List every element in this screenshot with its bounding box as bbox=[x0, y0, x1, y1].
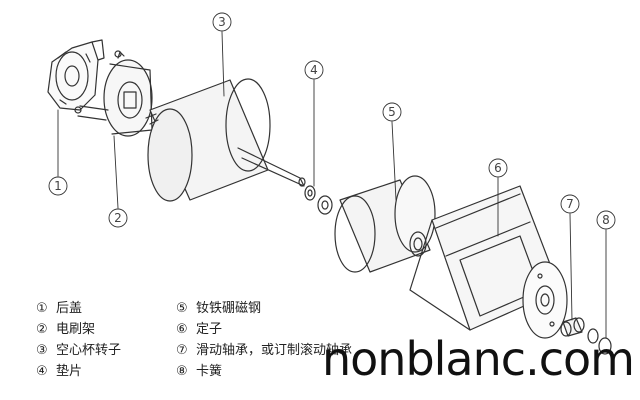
callout-7: 7 bbox=[566, 197, 574, 211]
part-circlip bbox=[587, 328, 612, 355]
part-washer bbox=[304, 185, 333, 215]
watermark: nonblanc.com bbox=[322, 332, 635, 386]
part-brush-holder bbox=[74, 50, 153, 137]
callout-8: 8 bbox=[602, 213, 610, 227]
callout-1: 1 bbox=[54, 179, 62, 193]
callout-circles bbox=[48, 12, 616, 230]
part-stator-housing bbox=[409, 185, 568, 339]
part-rear-cover bbox=[47, 39, 105, 111]
callout-4: 4 bbox=[310, 63, 318, 77]
callout-6: 6 bbox=[494, 161, 502, 175]
callout-3: 3 bbox=[218, 15, 226, 29]
callout-2: 2 bbox=[114, 211, 122, 225]
part-ndfeb-magnet bbox=[334, 175, 436, 273]
callout-5: 5 bbox=[388, 105, 396, 119]
part-hollow-cup-rotor bbox=[145, 78, 306, 202]
leader-lines bbox=[57, 31, 607, 339]
part-sliding-bearing bbox=[560, 317, 585, 337]
